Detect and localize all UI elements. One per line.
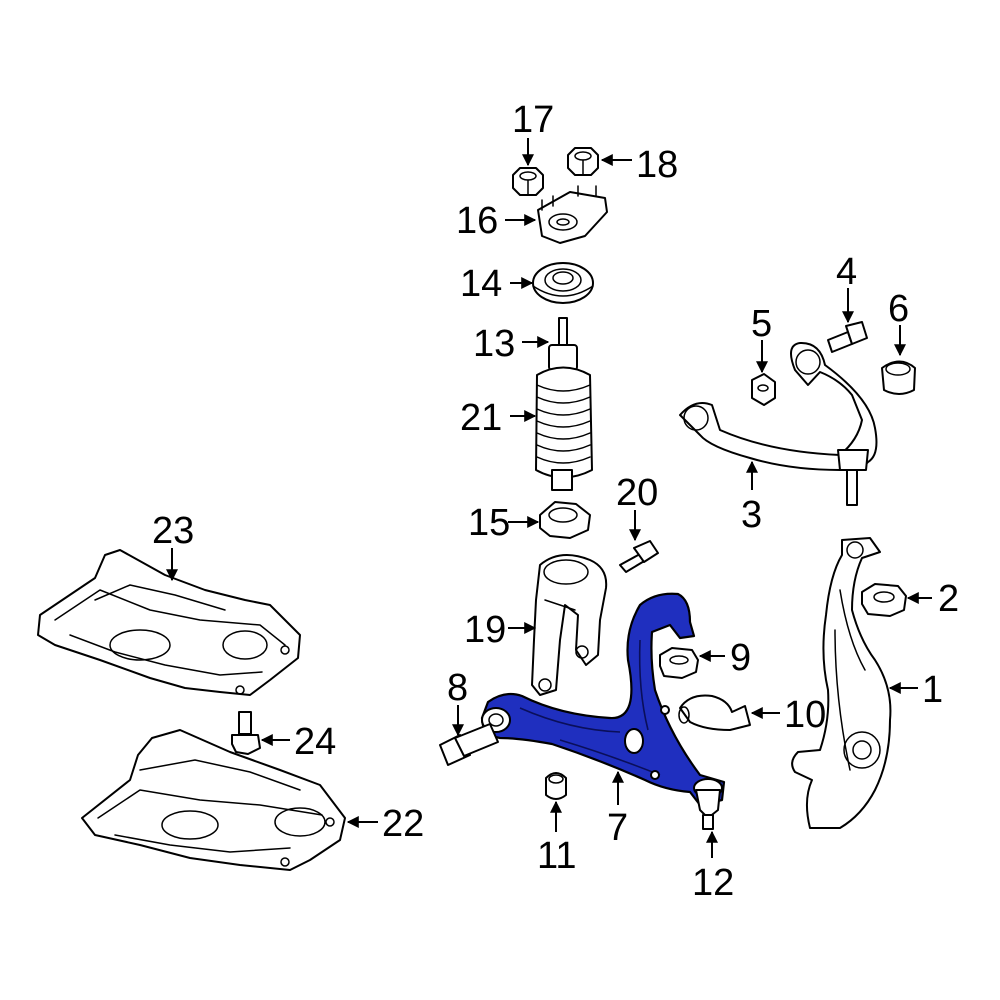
part-3-upper-control-arm[interactable]: [679, 341, 878, 506]
part-4-bolt[interactable]: [827, 321, 868, 353]
callout-4: 4: [836, 251, 857, 293]
callout-23: 23: [152, 510, 194, 552]
callout-2: 2: [938, 578, 959, 620]
callout-14: 14: [460, 263, 502, 305]
part-1-steering-knuckle[interactable]: [791, 537, 892, 829]
part-6-bushing[interactable]: [881, 360, 916, 395]
part-14-spring-seat[interactable]: [532, 262, 594, 304]
part-8-bolt[interactable]: [439, 723, 499, 766]
part-5-nut[interactable]: [751, 373, 776, 406]
part-10-component[interactable]: [678, 694, 751, 731]
part-17-nut[interactable]: [512, 167, 544, 196]
callout-13: 13: [473, 323, 515, 365]
callout-18: 18: [636, 144, 678, 186]
part-11-bushing[interactable]: [545, 772, 567, 800]
leader-lines: [166, 138, 932, 858]
callout-12: 12: [692, 862, 734, 904]
part-24-bolt[interactable]: [231, 711, 261, 755]
part-23-skid-plate[interactable]: [37, 549, 301, 696]
callout-17: 17: [512, 99, 554, 141]
callout-1: 1: [922, 669, 943, 711]
callout-labels: 17 18 16 14 13 21 15 20 19 4 5 6 3 2 1 9…: [152, 99, 959, 904]
callout-11: 11: [537, 835, 576, 877]
callout-6: 6: [888, 288, 909, 330]
callout-19: 19: [464, 609, 506, 651]
callout-10: 10: [784, 694, 826, 736]
callout-22: 22: [382, 803, 424, 845]
callout-8: 8: [447, 667, 468, 709]
part-18-nut[interactable]: [567, 147, 599, 176]
part-13-shock-absorber[interactable]: [548, 317, 578, 371]
callout-7: 7: [607, 807, 628, 849]
part-15-spring-isolator[interactable]: [539, 501, 591, 539]
part-2-nut[interactable]: [861, 583, 907, 617]
part-9-nut[interactable]: [659, 647, 699, 679]
part-21-coil-spring[interactable]: [535, 366, 593, 491]
callout-24: 24: [294, 721, 336, 763]
part-12-ball-joint[interactable]: [695, 789, 721, 830]
callout-21: 21: [460, 397, 502, 439]
callout-3: 3: [741, 494, 762, 536]
callout-5: 5: [751, 303, 772, 345]
part-22-skid-plate[interactable]: [81, 729, 346, 871]
callout-9: 9: [730, 637, 751, 679]
part-19-strut-clevis[interactable]: [531, 554, 608, 696]
part-16-strut-mount[interactable]: [537, 185, 608, 244]
callout-20: 20: [616, 472, 658, 514]
callout-15: 15: [468, 502, 510, 544]
part-20-bolt[interactable]: [619, 540, 659, 573]
callout-16: 16: [456, 200, 498, 242]
